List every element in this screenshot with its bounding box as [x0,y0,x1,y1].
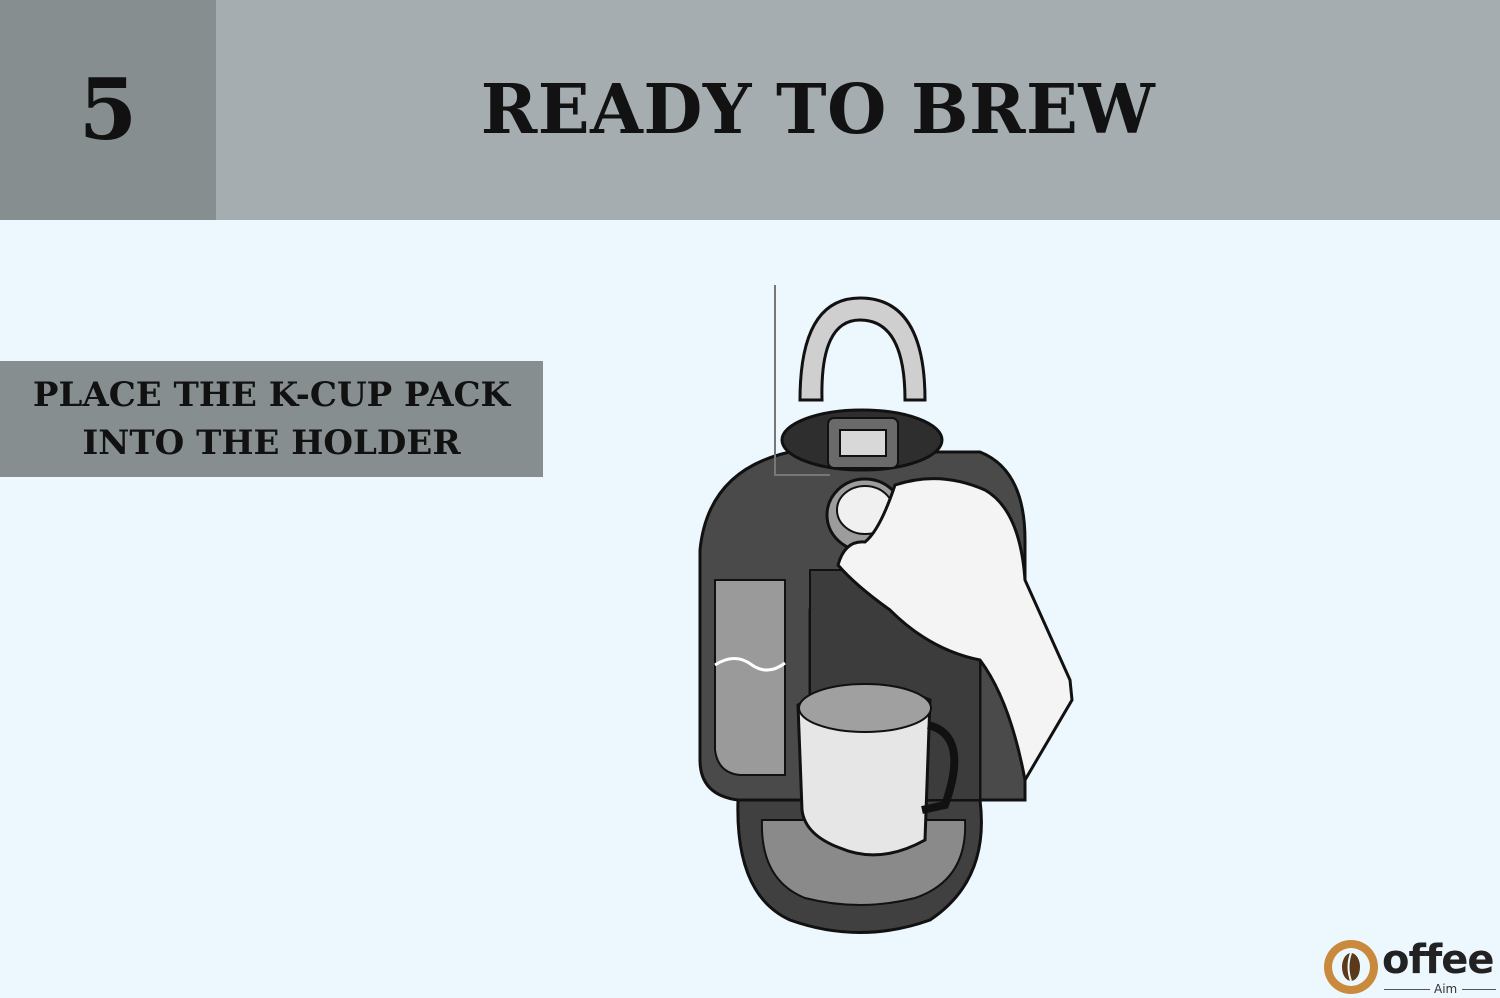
hand [836,477,1074,785]
coffee-bean-icon [1324,940,1378,994]
header-bar: 5 READY TO BREW [0,0,1500,220]
instruction-line-2: INTO THE HOLDER [82,423,461,463]
water-reservoir [714,579,786,776]
page-title: READY TO BREW [480,70,1156,150]
instruction-line-1: PLACE THE K-CUP PACK [32,375,511,415]
guide-line [774,285,830,476]
logo-subtext: Aim [1434,982,1458,996]
water-line [714,657,786,672]
coffee-brewer-illustration [698,285,1074,934]
step-badge: 5 [0,0,216,220]
step-number: 5 [78,60,138,159]
instruction-box: PLACE THE K-CUP PACK INTO THE HOLDER [0,361,543,477]
coffee-aim-logo: offee Aim [1322,938,1498,996]
logo-rule-right [1462,989,1496,990]
logo-text: offee [1382,937,1495,983]
lid-handle [798,296,927,402]
mug-handle [921,721,959,814]
logo-rule-left [1384,989,1430,990]
